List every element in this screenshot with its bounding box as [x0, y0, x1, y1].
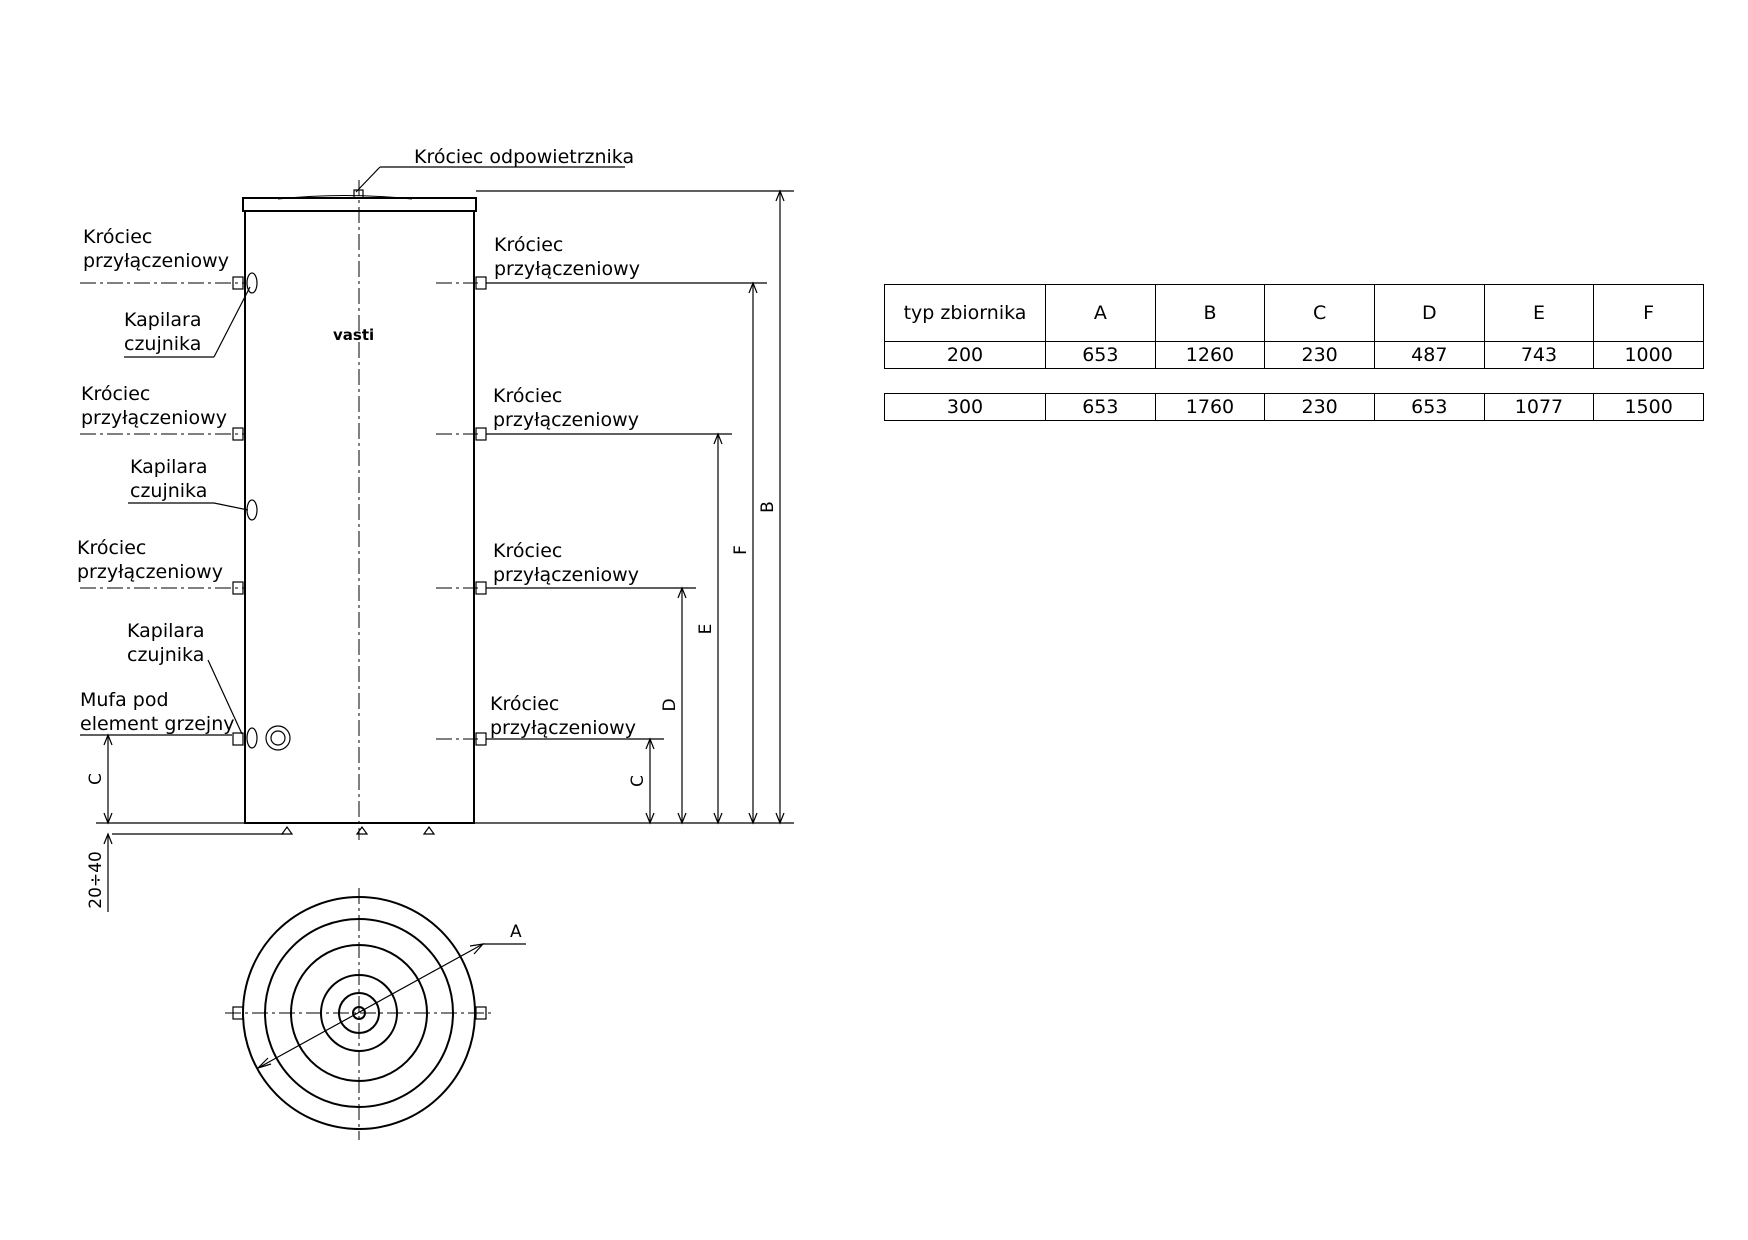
label-second-line: czujnika [124, 333, 201, 355]
dim-label-legs: 20÷40 [86, 851, 106, 909]
connection-text: Króciec [83, 226, 152, 248]
table-row: 200 653 1260 230 487 743 1000 [884, 341, 1704, 369]
label-second-line: przyłączeniowy [494, 258, 640, 280]
dim-label-c-left: C [86, 773, 106, 785]
header-cell: C [1264, 284, 1375, 342]
table-cell: 743 [1483, 341, 1595, 369]
port-axis-lines [80, 282, 478, 740]
connection-text: Króciec [493, 385, 562, 407]
dim-label-e: E [696, 624, 716, 635]
table-cell: 300 [884, 393, 1046, 421]
dim-label-b: B [758, 501, 778, 513]
dimension-lines [103, 189, 785, 912]
label-vent-nipple: Króciec odpowietrznika [414, 146, 634, 168]
connection-text: Króciec [490, 693, 559, 715]
dim-label-a: A [510, 922, 522, 942]
brand-logo: vasti [333, 326, 374, 344]
table-cell: 653 [1045, 341, 1156, 369]
label-second-line: czujnika [127, 644, 204, 666]
header-cell: A [1045, 284, 1156, 342]
dimension-table: typ zbiornika A B C D E F 200 653 1260 2… [884, 284, 1704, 421]
capillary-text: Kapilara [124, 309, 201, 331]
label-second-line: przyłączeniowy [83, 250, 229, 272]
connection-text: Króciec [494, 234, 563, 256]
table-cell: 1260 [1154, 341, 1266, 369]
table-cell: 1077 [1483, 393, 1595, 421]
table-cell: 1500 [1593, 393, 1704, 421]
table-cell: 200 [884, 341, 1046, 369]
label-second-line: przyłączeniowy [490, 717, 636, 739]
table-cell: 653 [1045, 393, 1156, 421]
label-second-line: element grzejny [80, 713, 235, 735]
table-cell: 230 [1264, 393, 1375, 421]
table-cell: 1760 [1154, 393, 1266, 421]
leader-lines [80, 166, 767, 740]
capillary-text: Kapilara [130, 456, 207, 478]
dim-label-d: D [660, 698, 680, 711]
capillary-text: Kapilara [127, 620, 204, 642]
label-second-line: przyłączeniowy [77, 561, 223, 583]
header-cell: typ zbiornika [884, 284, 1046, 342]
table-cell: 1000 [1593, 341, 1704, 369]
connection-text: Króciec [493, 540, 562, 562]
table-row: 300 653 1760 230 653 1077 1500 [884, 393, 1704, 421]
table-cell: 230 [1264, 341, 1375, 369]
table-cell: 487 [1373, 341, 1485, 369]
label-second-line: przyłączeniowy [493, 564, 639, 586]
header-cell: F [1593, 284, 1704, 342]
table-cell: 653 [1373, 393, 1485, 421]
label-second-line: przyłączeniowy [81, 407, 227, 429]
heater-text: Mufa pod [80, 689, 169, 711]
header-cell: D [1373, 284, 1485, 342]
connection-text: Króciec [77, 537, 146, 559]
label-second-line: czujnika [130, 480, 207, 502]
label-second-line: przyłączeniowy [493, 409, 639, 431]
dim-label-f: F [731, 545, 751, 555]
dim-label-c-right: C [628, 775, 648, 787]
tank-top-view [225, 888, 526, 1140]
table-header-row: typ zbiornika A B C D E F [884, 284, 1704, 342]
table-spacer [885, 369, 1704, 394]
sensor-capillaries [246, 272, 291, 751]
header-cell: E [1483, 284, 1595, 342]
header-cell: B [1154, 284, 1266, 342]
connection-text: Króciec [81, 383, 150, 405]
